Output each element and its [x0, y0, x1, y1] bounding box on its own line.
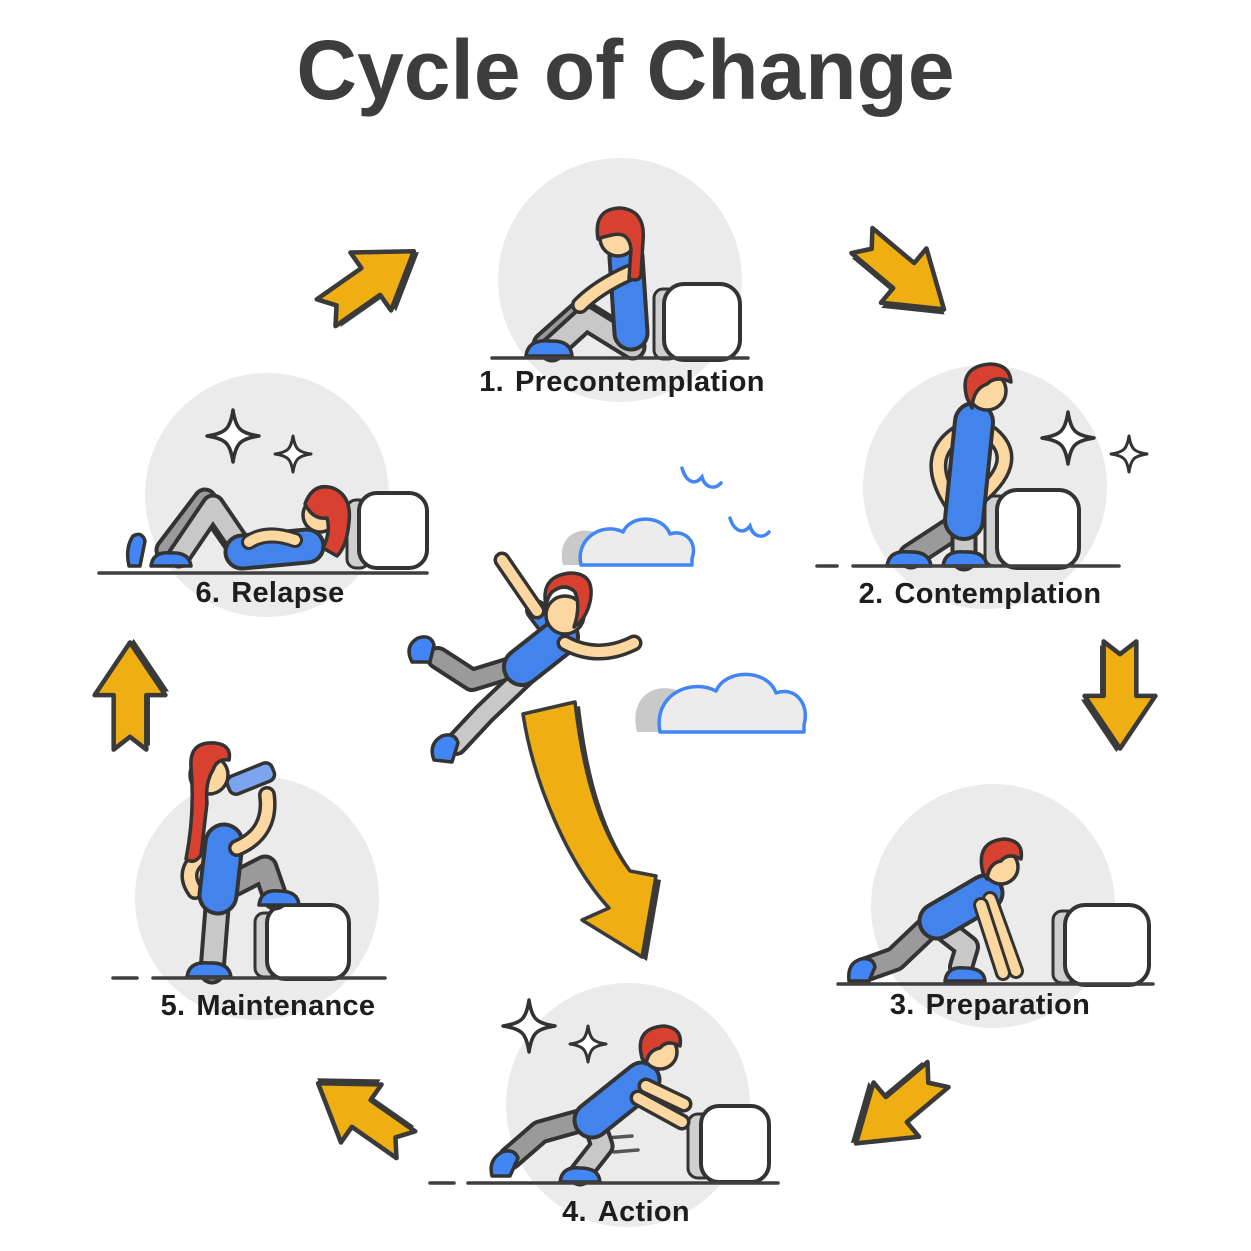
center-scene: [407, 466, 807, 961]
cycle-arrow-up-right: [314, 249, 419, 329]
bird-icon: [728, 516, 771, 538]
cycle-arrow-down-left: [850, 1059, 951, 1146]
stage-6-illustration: [97, 373, 429, 617]
stage-3-label: 3. Preparation: [790, 989, 1190, 1022]
person-crouching-icon: [847, 837, 1024, 983]
stage-5-illustration: [111, 741, 387, 1020]
person-sitting-icon: [524, 206, 650, 363]
cloud-icon: [635, 672, 807, 734]
stage-number: 1.: [479, 366, 505, 398]
stage-circle: [145, 373, 389, 617]
curved-arrow-down-icon: [521, 700, 661, 961]
sparkles-icon: [205, 408, 313, 474]
stage-name: Maintenance: [196, 990, 376, 1022]
cycle-arrow-down: [1080, 639, 1158, 753]
bird-icon: [680, 466, 723, 489]
person-lying-icon: [125, 485, 352, 571]
stage-circle: [135, 776, 379, 1020]
water-bottle-icon: [225, 761, 277, 796]
stage-3-illustration: [836, 784, 1155, 1028]
block-icon: [1051, 903, 1151, 987]
stage-2-label: 2. Contemplation: [780, 578, 1180, 611]
block-icon: [983, 488, 1081, 570]
stage-number: 6.: [195, 577, 221, 609]
stage-number: 3.: [889, 989, 915, 1021]
stage-name: Relapse: [231, 577, 345, 609]
stage-4-label: 4. Action: [426, 1196, 826, 1229]
stage-number: 5.: [160, 990, 186, 1022]
stage-name: Preparation: [925, 989, 1091, 1021]
cycle-arrow-up-left: [315, 1078, 418, 1161]
stage-2-illustration: [815, 362, 1149, 609]
sparkles-icon: [1040, 410, 1149, 474]
stage-1-label: 1. Precontemplation: [422, 366, 822, 399]
cycle-arrow-down-right: [849, 225, 947, 315]
person-pushing-icon: [489, 1024, 693, 1187]
person-falling-icon: [407, 551, 643, 764]
stage-name: Precontemplation: [515, 366, 765, 398]
person-standing-icon: [885, 362, 1014, 572]
cloud-icon: [561, 517, 696, 567]
stage-6-label: 6. Relapse: [70, 577, 470, 610]
stage-number: 2.: [858, 578, 884, 610]
block-icon: [253, 903, 351, 981]
stage-4-illustration: [428, 983, 780, 1227]
block-icon: [652, 282, 742, 362]
stage-name: Contemplation: [894, 578, 1102, 610]
stage-5-label: 5. Maintenance: [68, 990, 468, 1023]
person-drinking-icon: [180, 741, 301, 985]
block-icon: [686, 1104, 771, 1184]
stage-name: Action: [597, 1196, 690, 1228]
stage-number: 4.: [562, 1196, 587, 1228]
sparkles-icon: [501, 998, 608, 1064]
cycle-arrow-up: [92, 638, 170, 752]
page-title: Cycle of Change: [296, 23, 955, 117]
stage-1-illustration: [490, 158, 750, 402]
